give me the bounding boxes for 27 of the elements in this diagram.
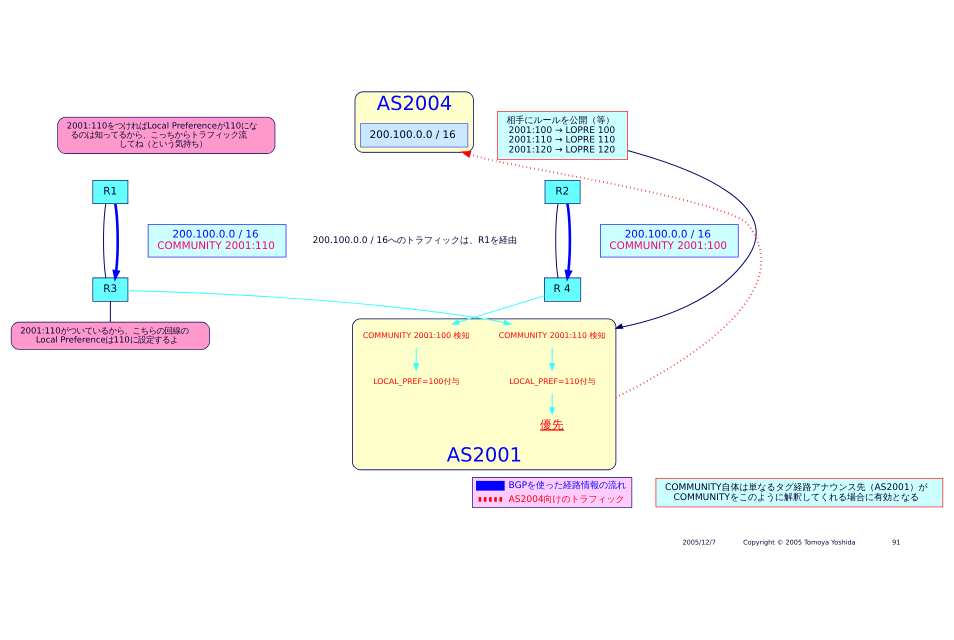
arrow bbox=[549, 392, 556, 416]
node-box: 200.100.0.0 / 16 COMMUNITY 2001:110 bbox=[148, 224, 286, 257]
node-box: R3 bbox=[92, 277, 128, 302]
node-text: 優先 bbox=[540, 416, 564, 431]
arrow bbox=[413, 346, 420, 372]
node-box: R1 bbox=[92, 179, 128, 204]
arrow bbox=[614, 150, 757, 329]
connector bbox=[555, 202, 558, 278]
node-box: 相手にルールを公開（等） 2001:100 → LOPRE 100 2001:110 → LOPRE 110 2001:120 → LOPRE 120 bbox=[497, 110, 628, 160]
arrow bbox=[564, 203, 573, 282]
arrow bbox=[450, 294, 545, 324]
node-box: COMMUNITY自体は単なるタグ経路アナウンス先（AS2001）がCOMMUNITYをこのように解釈してくれる場合に有効となる bbox=[656, 477, 944, 507]
legend-label: AS2004向けのトラフィック bbox=[508, 494, 625, 504]
node-box: 2001:110をつければLocal Preferenceが110になるのは知ってるから、こっちからトラフィック流してね（という気持ち） bbox=[57, 116, 276, 154]
node-box: 200.100.0.0 / 16 bbox=[360, 122, 468, 147]
node-box: R 4 bbox=[544, 277, 582, 302]
label: 200.100.0.0 / 16へのトラフィックは、R1を経由 bbox=[312, 236, 518, 246]
arrow bbox=[112, 203, 120, 282]
legend-label: BGPを使った経路情報の流れ bbox=[508, 480, 626, 491]
node-box: R2 bbox=[544, 179, 580, 204]
node-box: 2001:110がついているから、こちらの回線のLocal Preferenceは110に設定するよ bbox=[10, 321, 210, 350]
arrow bbox=[460, 150, 762, 398]
arrow bbox=[128, 290, 512, 325]
connector bbox=[110, 300, 111, 322]
connector bbox=[103, 202, 106, 278]
node-box: 200.100.0.0 / 16 COMMUNITY 2001:100 bbox=[600, 224, 739, 257]
arrow bbox=[549, 346, 556, 372]
